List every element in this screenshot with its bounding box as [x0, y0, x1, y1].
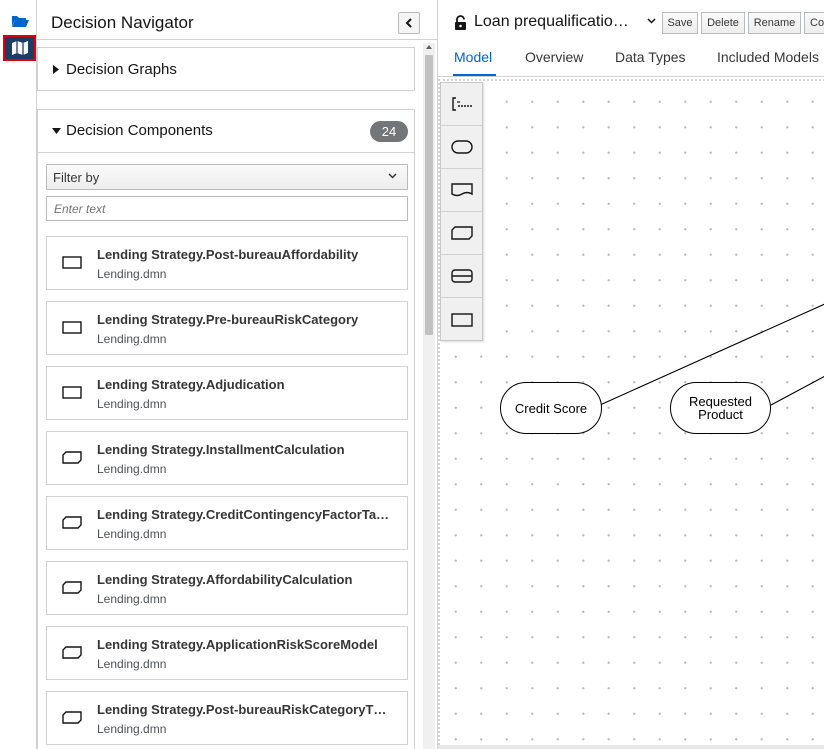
- edge-credit-score: [599, 303, 824, 406]
- component-name: Lending Strategy.Post-bureauRiskCategory…: [97, 702, 387, 717]
- decision-icon[interactable]: [441, 298, 482, 341]
- decision-components-label: Decision Components: [66, 122, 213, 139]
- component-file: Lending.dmn: [97, 592, 167, 606]
- component-file: Lending.dmn: [97, 657, 167, 671]
- edge-requested-product: [770, 375, 824, 406]
- folder-open-icon[interactable]: [3, 8, 36, 34]
- tab-data-types[interactable]: Data Types: [615, 49, 686, 65]
- rename-button[interactable]: Rename: [748, 12, 801, 34]
- component-list-item[interactable]: Lending Strategy.AffordabilityCalculatio…: [46, 561, 408, 615]
- scroll-up-arrow-icon[interactable]: [426, 45, 432, 49]
- save-button[interactable]: Save: [662, 12, 698, 34]
- component-file: Lending.dmn: [97, 332, 167, 346]
- left-icon-rail: [0, 0, 37, 749]
- component-list-item[interactable]: Lending Strategy.CreditContingencyFactor…: [46, 496, 408, 550]
- component-name: Lending Strategy.CreditContingencyFactor…: [97, 507, 390, 522]
- bkm-icon: [62, 711, 82, 729]
- component-name: Lending Strategy.AffordabilityCalculatio…: [97, 572, 353, 587]
- component-name: Lending Strategy.ApplicationRiskScoreMod…: [97, 637, 378, 652]
- component-list-item[interactable]: Lending Strategy.Post-bureauAffordabilit…: [46, 236, 408, 290]
- component-file: Lending.dmn: [97, 722, 167, 736]
- component-file: Lending.dmn: [97, 267, 167, 281]
- component-file: Lending.dmn: [97, 462, 167, 476]
- component-name: Lending Strategy.Pre-bureauRiskCategory: [97, 312, 359, 327]
- decision-graphs-section[interactable]: Decision Graphs: [37, 47, 415, 91]
- active-tab-indicator: [453, 74, 496, 76]
- decision-icon: [62, 386, 82, 404]
- node-label: Requested Product: [689, 394, 752, 422]
- collapse-panel-button[interactable]: [398, 12, 420, 34]
- bkm-icon[interactable]: [441, 212, 482, 255]
- bkm-icon: [62, 646, 82, 664]
- decision-graphs-label: Decision Graphs: [66, 61, 177, 78]
- component-list-item[interactable]: Lending Strategy.ApplicationRiskScoreMod…: [46, 626, 408, 680]
- caret-right-icon: [53, 65, 59, 74]
- file-title[interactable]: Loan prequalificatio…: [474, 13, 629, 30]
- tab-bar-divider: [438, 76, 824, 77]
- bkm-icon: [62, 516, 82, 534]
- tab-model[interactable]: Model: [454, 49, 493, 65]
- filter-by-label: Filter by: [53, 170, 100, 185]
- diagram-canvas[interactable]: Credit Score Requested Product: [438, 79, 824, 745]
- component-list-item[interactable]: Lending Strategy.Post-bureauRiskCategory…: [46, 691, 408, 745]
- navigator-title: Decision Navigator: [51, 13, 194, 32]
- decision-service-icon[interactable]: [441, 255, 482, 298]
- chevron-down-icon[interactable]: [647, 18, 656, 24]
- input-data-node-credit-score[interactable]: Credit Score: [500, 382, 602, 434]
- navigator-header: Decision Navigator: [37, 4, 437, 40]
- component-name: Lending Strategy.Post-bureauAffordabilit…: [97, 247, 359, 262]
- decision-navigator-panel: Decision Navigator Decision Graphs Decis…: [37, 0, 437, 749]
- caret-down-icon: [52, 128, 61, 134]
- navigator-scrollbar[interactable]: [423, 43, 435, 749]
- component-file: Lending.dmn: [97, 397, 167, 411]
- components-count-badge: 24: [370, 121, 408, 142]
- decision-icon: [62, 256, 82, 274]
- node-palette: [440, 82, 483, 341]
- tab-overview[interactable]: Overview: [525, 49, 584, 65]
- chevron-left-icon: [405, 18, 412, 28]
- component-file: Lending.dmn: [97, 527, 167, 541]
- bkm-icon: [62, 581, 82, 599]
- filter-text-input[interactable]: [46, 196, 408, 221]
- map-icon[interactable]: [3, 35, 36, 61]
- canvas-horizontal-scrollbar[interactable]: [438, 745, 824, 749]
- decision-icon: [62, 321, 82, 339]
- copy-button[interactable]: Co: [804, 12, 824, 34]
- bkm-icon: [62, 451, 82, 469]
- knowledge-source-icon[interactable]: [441, 169, 482, 212]
- decision-components-header[interactable]: Decision Components 24: [38, 110, 414, 153]
- input-data-icon[interactable]: [441, 126, 482, 169]
- decision-components-section: Decision Components 24 Filter by Lending…: [37, 109, 415, 749]
- text-annotation-icon[interactable]: [441, 83, 482, 126]
- tab-included-models[interactable]: Included Models: [717, 49, 819, 65]
- component-name: Lending Strategy.Adjudication: [97, 377, 285, 392]
- node-label: Credit Score: [514, 400, 588, 416]
- component-name: Lending Strategy.InstallmentCalculation: [97, 442, 345, 457]
- filter-by-select[interactable]: Filter by: [46, 164, 408, 190]
- scroll-thumb[interactable]: [425, 55, 433, 335]
- lock-icon: [455, 15, 466, 30]
- diagram-edges: [599, 303, 824, 406]
- chevron-down-icon: [388, 173, 397, 179]
- dmn-editor: Loan prequalificatio… Save Delete Rename…: [437, 0, 824, 749]
- input-data-node-requested-product[interactable]: Requested Product: [670, 382, 771, 434]
- delete-button[interactable]: Delete: [701, 12, 745, 34]
